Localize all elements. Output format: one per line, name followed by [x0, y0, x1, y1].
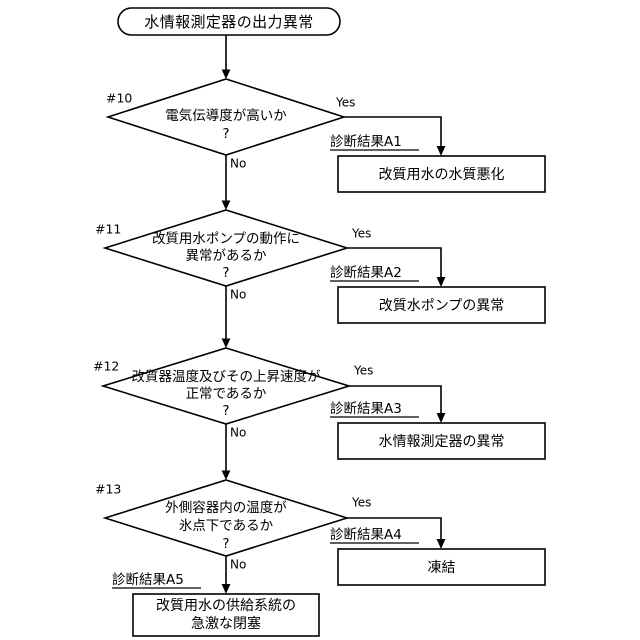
result-caption-a3: 診断結果A3 [330, 401, 419, 418]
result-caption-a5: 診断結果A5 [112, 572, 201, 589]
edge-label-no-step13: No [230, 558, 246, 572]
decision-step12-line3: ? [222, 403, 229, 419]
connector-step12-no [221, 424, 231, 480]
decision-step11-line2: 異常があるか [186, 248, 267, 264]
result-caption-a5-label: 診断結果A5 [112, 572, 184, 588]
result-caption-a4-label: 診断結果A4 [330, 527, 402, 543]
connector-start-to-step10 [221, 35, 231, 79]
edge-label-yes-step12: Yes [353, 364, 373, 378]
result-box-a1-label: 改質用水の水質悪化 [379, 167, 505, 183]
result-caption-a4: 診断結果A4 [330, 527, 419, 544]
decision-step11-line1: 改質用水ポンプの動作に [152, 231, 300, 247]
edge-label-yes-step11: Yes [351, 227, 371, 241]
result-box-a5-line2: 急激な閉塞 [191, 615, 261, 632]
step-id-11: #11 [95, 222, 121, 237]
result-box-a5-line1: 改質用水の供給系統の [156, 598, 296, 614]
edge-label-no-step12: No [230, 426, 246, 440]
decision-step10: 電気伝導度が高いか ? [105, 78, 347, 156]
step-id-13: #13 [95, 482, 121, 497]
step-id-10: #10 [106, 91, 132, 106]
terminal-start: 水情報測定器の出力異常 [117, 7, 341, 36]
result-box-a4: 凍結 [337, 548, 546, 586]
decision-step12-line2: 正常であるか [186, 386, 267, 402]
result-caption-a2: 診断結果A2 [330, 265, 419, 282]
result-box-a3-label: 水情報測定器の異常 [379, 434, 505, 450]
edge-label-yes-step13: Yes [351, 496, 371, 510]
result-box-a1: 改質用水の水質悪化 [337, 155, 546, 193]
step-id-12: #12 [93, 359, 119, 374]
decision-step10-line1: 電気伝導度が高いか [165, 107, 287, 124]
edge-label-yes-step10: Yes [335, 96, 355, 110]
result-box-a2: 改質水ポンプの異常 [337, 286, 546, 324]
terminal-start-label: 水情報測定器の出力異常 [144, 13, 313, 31]
decision-step12: 改質器温度及びその上昇速度が 正常であるか ? [100, 347, 352, 425]
result-caption-a1-label: 診断結果A1 [330, 134, 402, 150]
decision-step13-line1: 外側容器内の温度が [165, 499, 287, 516]
result-box-a2-label: 改質水ポンプの異常 [379, 298, 505, 314]
result-box-a5: 改質用水の供給系統の 急激な閉塞 [132, 593, 320, 637]
connector-step10-yes [344, 116, 446, 156]
result-caption-a2-label: 診断結果A2 [330, 265, 402, 281]
connector-step11-yes [347, 247, 446, 287]
decision-step11: 改質用水ポンプの動作に 異常があるか ? [102, 209, 350, 287]
decision-step13: 外側容器内の温度が 氷点下であるか ? [102, 479, 350, 557]
connector-step13-yes [347, 517, 446, 549]
result-box-a4-label: 凍結 [428, 560, 456, 576]
decision-step13-line3: ? [222, 536, 229, 552]
decision-step11-line3: ? [222, 265, 229, 281]
connector-step11-no [221, 286, 231, 348]
result-caption-a1: 診断結果A1 [330, 134, 419, 151]
edge-label-no-step10: No [230, 157, 246, 171]
decision-step10-line2: ? [222, 126, 229, 142]
result-caption-a3-label: 診断結果A3 [330, 401, 402, 417]
decision-step12-line1: 改質器温度及びその上昇速度が [132, 369, 321, 385]
connector-step10-no [221, 155, 231, 210]
connector-step12-yes [349, 385, 446, 423]
edge-label-no-step11: No [230, 288, 246, 302]
decision-step13-line2: 氷点下であるか [179, 518, 274, 534]
connector-step13-no [221, 556, 231, 594]
result-box-a3: 水情報測定器の異常 [337, 422, 546, 460]
